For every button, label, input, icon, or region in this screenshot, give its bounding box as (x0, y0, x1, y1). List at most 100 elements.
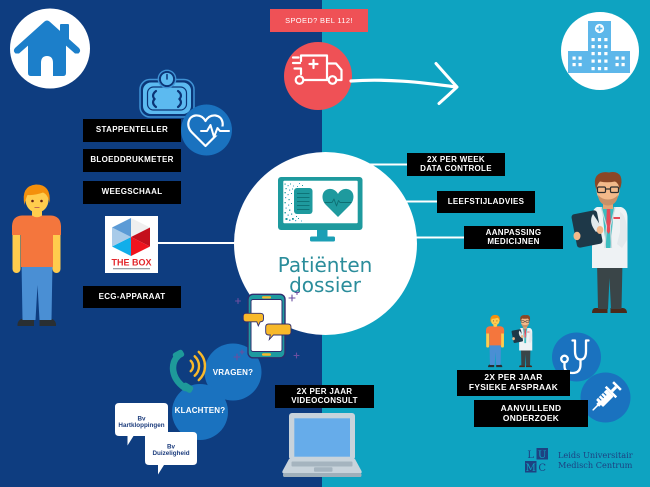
appointment-label-video-consult: 2X PER JAAR VIDEOCONSULT (275, 385, 374, 408)
device-label-ecg-device: ECG-APPARAAT (83, 286, 181, 308)
record-document-lines (297, 192, 310, 211)
emergency-call-text: SPOED? BEL 112! (285, 16, 353, 25)
screen-dot (301, 220, 302, 222)
appointment-label-line: VIDEOCONSULT (291, 395, 358, 405)
scale-footprint-right (176, 89, 183, 109)
screen-dot (289, 219, 291, 221)
stethoscope-icon (560, 339, 590, 375)
device-label-weighing-scale: WEEGSCHAAL (83, 181, 181, 204)
sparkle-plus-icon (288, 294, 296, 302)
smartphone-speaker (262, 296, 271, 299)
action-label-line: DATA CONTROLE (420, 163, 492, 173)
arrow-right-icon (349, 62, 459, 105)
hospital-window (621, 63, 625, 67)
bubble-text-line: Hartkloppingen (118, 422, 164, 429)
hospital-window (604, 52, 608, 56)
sound-wave (189, 359, 195, 373)
lumc-logo-box-m (525, 461, 537, 473)
phone-call-icon (169, 349, 207, 393)
screen-dot (285, 207, 287, 209)
record-heart-pulse-line (324, 198, 352, 207)
action-label-data-control: 2X PER WEEK DATA CONTROLE (407, 153, 505, 176)
lumc-logo-box-u (536, 448, 548, 460)
laptop-screen (294, 418, 350, 457)
house-body (28, 28, 66, 76)
heart-rate-badge (181, 104, 232, 156)
hospital-window (572, 63, 576, 67)
lumc-logo-letter: L (527, 450, 534, 461)
hospital-window (615, 56, 619, 60)
hospital-icon (568, 21, 630, 73)
sparkle-plus-icons (233, 289, 300, 361)
hospital-right-wing (610, 51, 630, 73)
cube-facet (112, 237, 131, 256)
syringe-plunger-rod (610, 385, 618, 393)
hospital-badge (561, 12, 639, 90)
heart-rate-icon (187, 114, 224, 148)
action-label-line: AANPASSING (485, 227, 542, 237)
handset-mouthpiece (181, 382, 194, 393)
chat-bubble-incoming (242, 312, 264, 327)
device-label-text: BLOEDDRUKMETER (90, 155, 174, 165)
hospital-window (615, 63, 619, 67)
device-label-step-counter: STAPPENTELLER (83, 119, 181, 142)
lumc-logo-letter: U (538, 450, 546, 461)
hospital-window (572, 56, 576, 60)
action-label-lifestyle-advice: LEEFSTIJLADVIES (437, 191, 535, 213)
emergency-ambulance-badge (284, 42, 352, 110)
complaints-bubble (172, 384, 228, 440)
screen-dot (296, 216, 297, 217)
syringe-icon (592, 381, 622, 411)
lumc-institution-name: Leids Universitair Medisch Centrum (558, 450, 633, 470)
patient-record-hub (234, 152, 417, 335)
patient-record-title: Patiënten dossier (233, 255, 417, 295)
bubble-text-line: Bv (137, 416, 146, 423)
sound-wave (197, 350, 207, 382)
scale-footprint-left (151, 89, 158, 109)
sparkle-plus-icon (233, 353, 241, 361)
laptop-icon (282, 413, 362, 477)
scale-dial-halo (157, 69, 177, 89)
arrow-shaft (349, 78, 458, 89)
screen-dot (291, 213, 293, 215)
hospital-window (604, 38, 608, 42)
hospital-left-wing (568, 51, 589, 73)
house-roof (13, 20, 81, 54)
laptop-touchpad (314, 467, 333, 472)
monitor-neck (317, 230, 328, 237)
screen-dot (284, 202, 286, 204)
lumc-name-line: Leids Universitair (558, 450, 633, 460)
syringe-needle (592, 404, 599, 411)
screen-dot (285, 188, 287, 190)
patient-record-title-line: Patiënten (277, 253, 373, 277)
screen-dot (285, 218, 288, 220)
ambulance-rear-wheel (294, 75, 305, 85)
hospital-window (578, 63, 582, 67)
hospital-window (597, 59, 602, 63)
action-label-line: MEDICIJNEN (487, 236, 540, 246)
hospital-cross (596, 25, 603, 32)
screen-dot (287, 185, 289, 187)
cube-facet (131, 237, 150, 256)
hospital-window (578, 56, 582, 60)
ambulance-speed-lines (291, 56, 303, 76)
screen-dot (289, 209, 291, 211)
the-box-cube-icon (112, 218, 150, 256)
emergency-call-label: SPOED? BEL 112! (270, 9, 368, 32)
device-label-blood-pressure-monitor: BLOEDDRUKMETER (83, 149, 181, 172)
hospital-window (597, 38, 602, 42)
syringe-hub (596, 401, 602, 407)
hospital-window (591, 45, 595, 49)
hospital-window (604, 67, 608, 71)
appointment-label-line: FYSIEKE AFSPRAAK (468, 382, 559, 392)
questions-text: VRAGEN? (212, 368, 254, 377)
connector-lines (158, 163, 465, 244)
appointment-label-additional-research: AANVULLEND ONDERZOEK (474, 400, 588, 427)
heart-rate-pulse-line (200, 124, 230, 138)
action-label-line: 2X PER WEEK (427, 154, 485, 164)
appointment-label-line: 2X PER JAAR (296, 386, 353, 396)
complaints-text: KLACHTEN? (174, 406, 226, 415)
sound-wave (193, 355, 201, 377)
appointment-label-line: ONDERZOEK (502, 412, 560, 423)
